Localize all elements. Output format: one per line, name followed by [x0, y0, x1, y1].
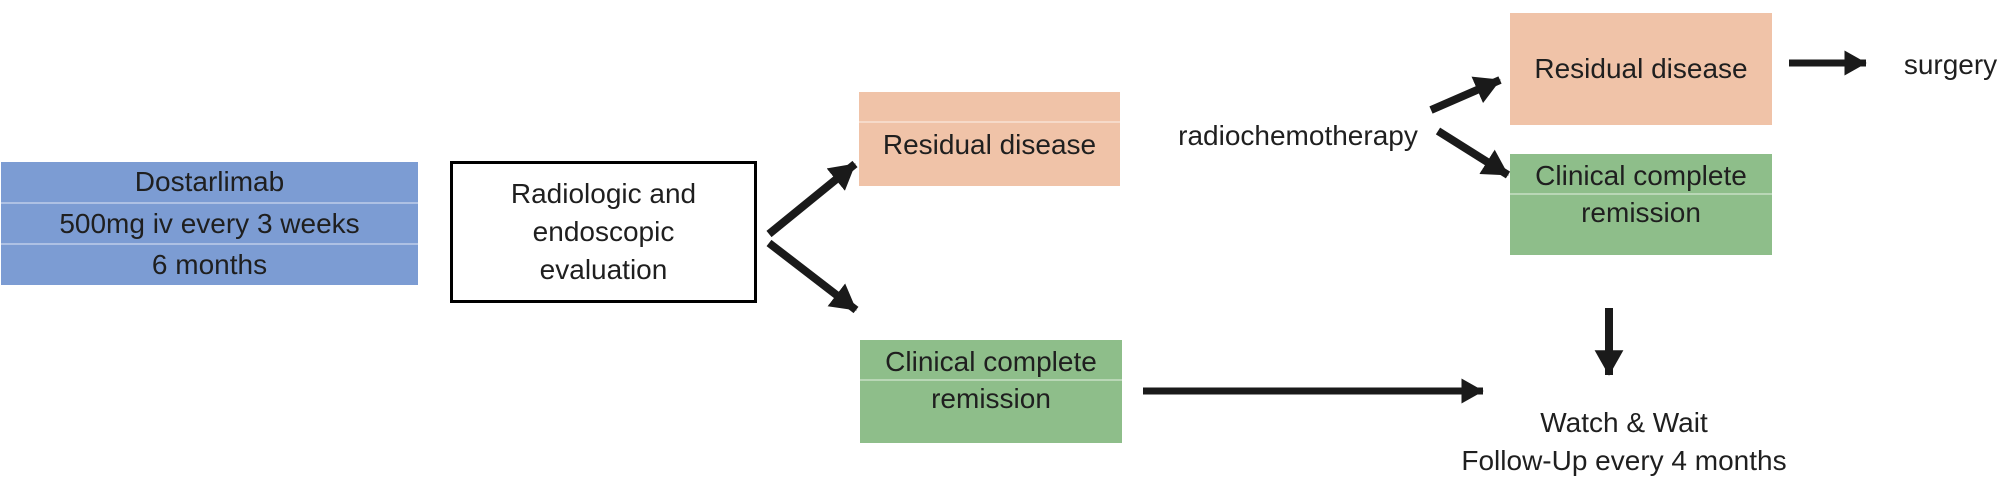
arrow-radiochemo-to-remission-icon — [1435, 127, 1511, 179]
watch-and-wait-label: Watch & Wait Follow-Up every 4 months — [1422, 404, 1826, 478]
cell-divider — [859, 121, 1120, 123]
surgery-label: surgery — [1903, 49, 1998, 80]
evaluation-label: Radiologic and endoscopic evaluation — [510, 178, 697, 285]
residual-disease-top-label: Residual disease — [1534, 53, 1748, 84]
dostarlimab-dose: 500mg iv every 3 weeks — [1, 201, 418, 244]
dostarlimab-drug-name: Dostarlimab — [134, 165, 285, 197]
watch-and-wait-line1: Watch & Wait — [1540, 407, 1708, 438]
node-residual-disease-mid: Residual disease — [859, 92, 1120, 186]
arrow-evaluation-to-remission-icon — [766, 239, 859, 314]
node-dostarlimab: Dostarlimab 500mg iv every 3 weeks 6 mon… — [1, 162, 418, 285]
arrow-evaluation-to-residual-icon — [766, 160, 858, 238]
radiochemotherapy-label: radiochemotherapy — [1178, 120, 1418, 151]
node-clinical-remission-bottom: Clinical complete remission — [860, 340, 1122, 443]
cell-divider — [1510, 193, 1772, 195]
cell-divider — [860, 379, 1122, 381]
node-residual-disease-top: Residual disease — [1510, 13, 1772, 125]
node-clinical-remission-right: Clinical complete remission — [1510, 154, 1772, 255]
watch-and-wait-line2: Follow-Up every 4 months — [1461, 445, 1787, 476]
clinical-remission-right-label: Clinical complete remission — [1535, 160, 1747, 228]
node-evaluation: Radiologic and endoscopic evaluation — [450, 161, 757, 303]
dostarlimab-duration: 6 months — [1, 243, 418, 285]
residual-disease-mid-label: Residual disease — [882, 129, 1097, 160]
arrow-radiochemo-to-residual-icon — [1429, 76, 1502, 114]
clinical-remission-bottom-label: Clinical complete remission — [885, 346, 1097, 414]
